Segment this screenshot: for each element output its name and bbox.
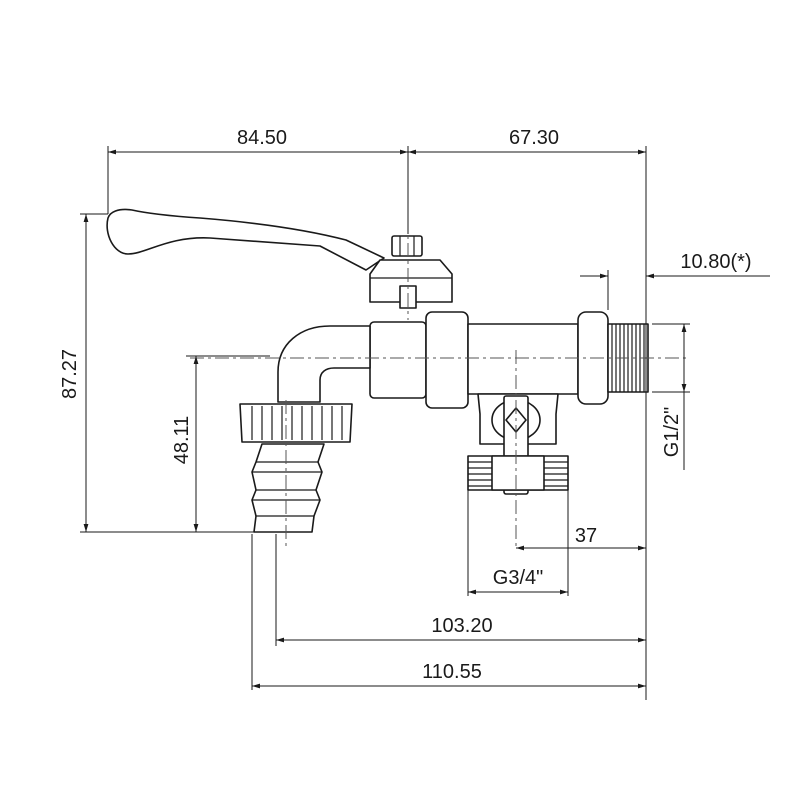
spindle-nut <box>391 235 423 257</box>
lever-handle <box>106 208 385 271</box>
handle-hub <box>369 259 453 303</box>
dim-spout-height: 48.11 <box>171 416 193 465</box>
dimension-labels: 84.50 67.30 10.80(*) 87.27 48.11 G1/2" 3… <box>59 127 752 683</box>
hose-tail <box>251 443 325 533</box>
body-left-segment <box>369 321 427 399</box>
dim-top-left: 84.50 <box>237 127 287 149</box>
dim-bottom-thread: G3/4" <box>493 567 543 589</box>
body-right-pipe <box>467 323 579 395</box>
dim-outlet-thread: 10.80(*) <box>680 251 751 273</box>
center-lines <box>190 218 690 550</box>
body-center-segment <box>425 311 469 409</box>
dim-inlet-thread: G1/2" <box>661 407 683 457</box>
spout-nut-knurl <box>251 406 343 440</box>
spout-nut <box>239 403 353 443</box>
dimension-lines <box>80 146 770 700</box>
dim-top-right: 67.30 <box>509 127 559 149</box>
dim-overall-height: 87.27 <box>59 349 81 399</box>
dim-bottom-offset: 37 <box>575 525 597 547</box>
dim-length-inner: 103.20 <box>431 615 492 637</box>
valve-body <box>106 208 649 533</box>
spout-elbow <box>277 325 371 403</box>
dim-length-overall: 110.55 <box>422 661 482 683</box>
